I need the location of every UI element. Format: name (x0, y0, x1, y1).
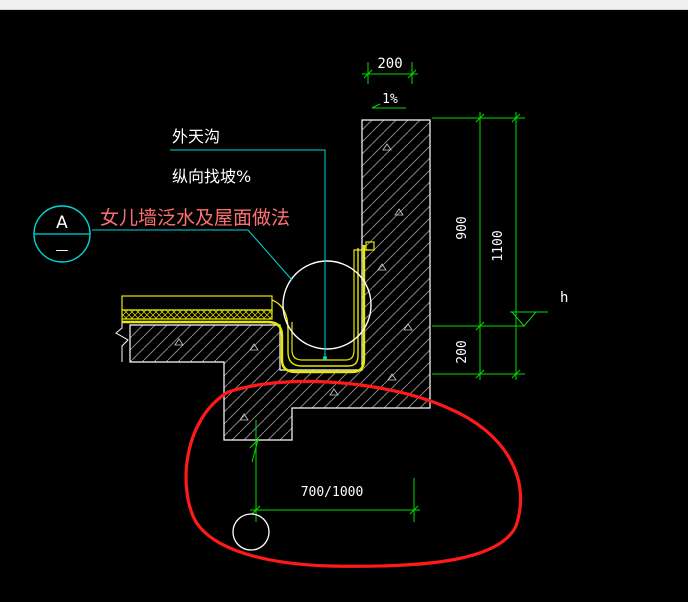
detail-title: 女儿墙泛水及屋面做法 (100, 207, 290, 229)
waterproof-membrane (122, 245, 366, 374)
note-slope: 纵向找坡% (172, 167, 251, 186)
detail-marker-letter: A (56, 213, 68, 233)
dim-1100-label: 1100 (491, 230, 506, 261)
leaders (92, 149, 372, 360)
note-gutter: 外天沟 (172, 127, 220, 146)
flashing-termination (365, 241, 375, 251)
concrete-structure (115, 119, 431, 441)
insulation-layer (121, 309, 273, 320)
roof-layers (121, 241, 375, 374)
note-leader (170, 149, 326, 358)
dim-wall-width (362, 62, 418, 84)
highlight-ellipse[interactable] (184, 379, 522, 568)
dim-overhang-label: 700/1000 (301, 485, 364, 500)
gutter-lining (291, 249, 370, 361)
protective-layer (121, 295, 273, 311)
title-leader (100, 229, 293, 281)
detail-marker[interactable]: A — (33, 205, 91, 263)
dim-vertical (432, 112, 525, 380)
window-top-bar (0, 0, 688, 10)
waterproof-membrane-inner (271, 248, 359, 367)
slope-arrow (371, 103, 406, 109)
dim-900-label: 900 (455, 216, 470, 239)
level-mark (510, 311, 548, 327)
dim-200-label: 200 (455, 340, 470, 363)
dim-top-slope-label: 1% (382, 92, 398, 107)
level-label: h (560, 290, 568, 306)
dim-wall-width-label: 200 (377, 56, 402, 72)
aggregate-marks (174, 143, 413, 421)
leader-dot (323, 356, 327, 360)
detail-marker-sheet: — (56, 243, 69, 258)
gutter-detail-circle (282, 260, 372, 350)
axis-bubble (232, 513, 270, 551)
dim-overhang (249, 420, 420, 522)
slab-break-line (115, 318, 129, 362)
concrete-section (129, 119, 431, 441)
